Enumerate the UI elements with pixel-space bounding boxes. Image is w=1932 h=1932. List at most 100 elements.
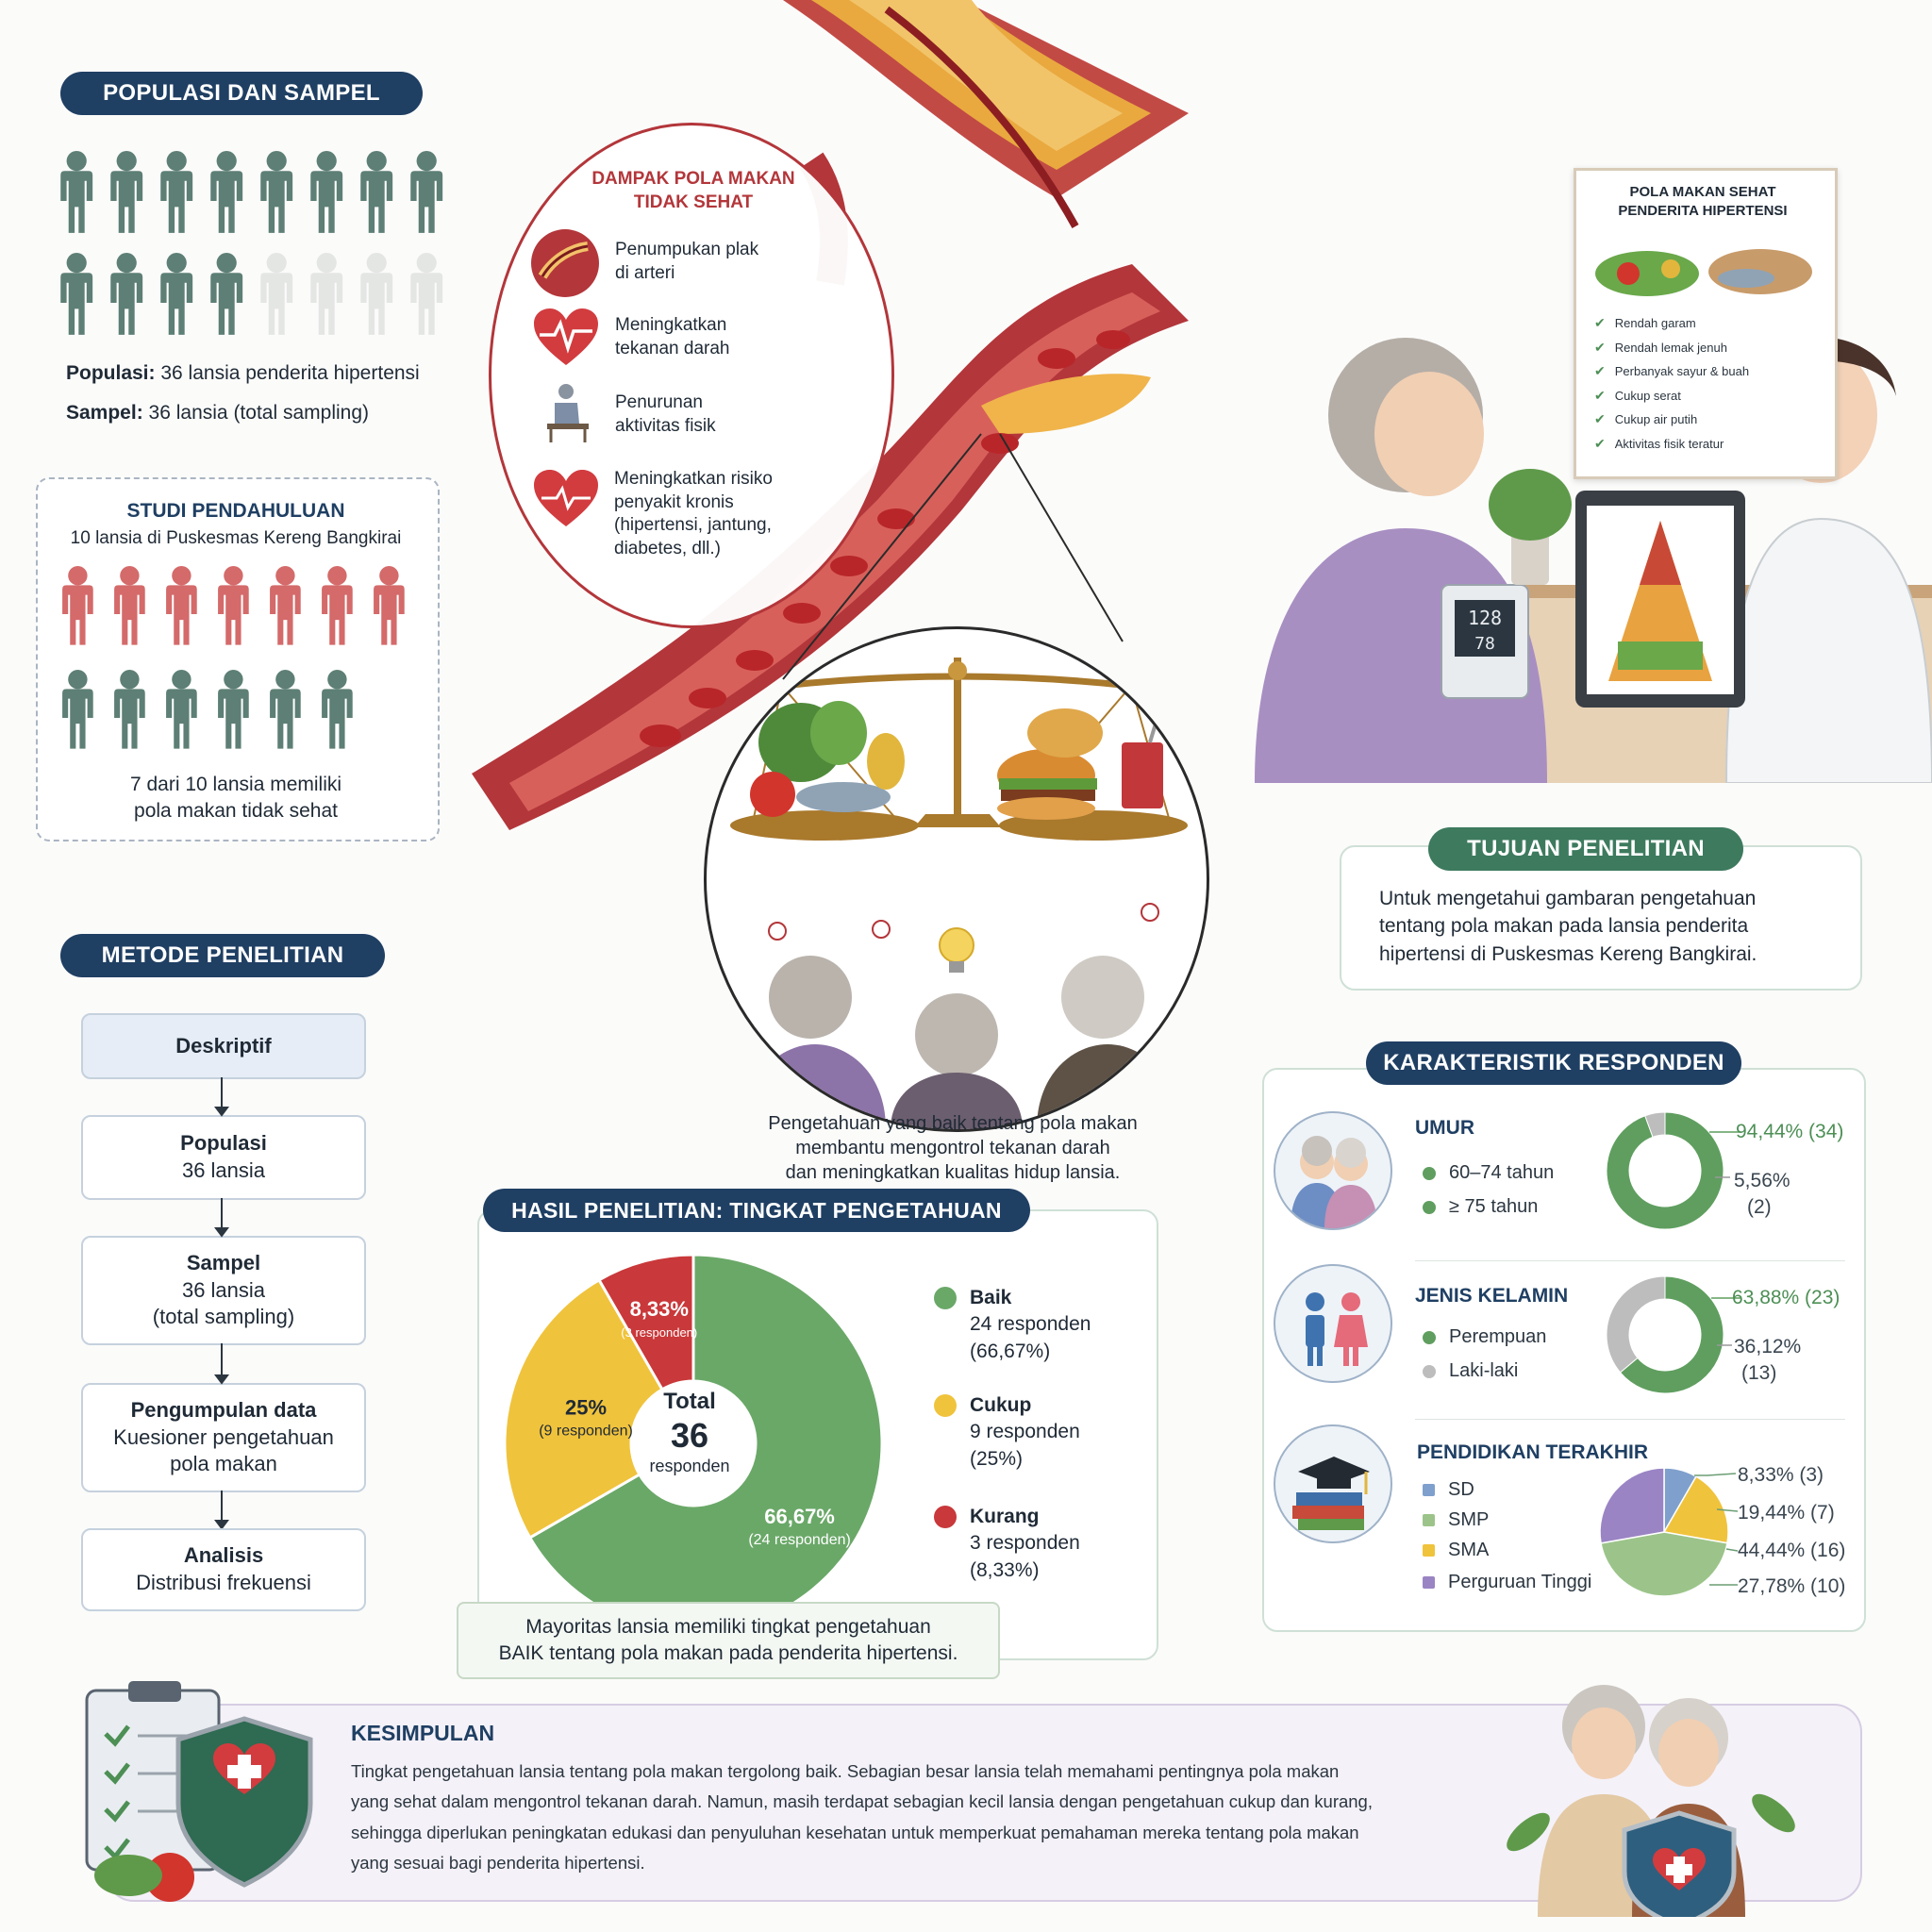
populasi-text: 36 lansia penderita hipertensi — [160, 362, 420, 384]
populasi-title: POPULASI DAN SAMPEL — [60, 72, 423, 115]
legend-cukup-dot — [934, 1394, 957, 1417]
metode-step-analisis: Analisis Distribusi frekuensi — [81, 1528, 366, 1611]
diet-poster — [1574, 168, 1838, 479]
kesimpulan-line2: yang sehat dalam mengontrol tekanan dara… — [351, 1791, 1373, 1812]
sampel-label: Sampel: — [66, 402, 143, 424]
dampak-title-line2: TIDAK SEHAT — [633, 192, 754, 212]
pendidikan-item-2-label: SMP — [1448, 1509, 1490, 1530]
dampak-item-4: Meningkatkan risiko penyakit kronis (hip… — [614, 468, 773, 561]
hasil-center-label: Total — [663, 1389, 716, 1414]
population-figure-15 — [360, 253, 393, 335]
poster-checklist: ✔Rendah garam✔Rendah lemak jenuh✔Perbany… — [1594, 311, 1821, 456]
pendidikan-item-4: Perguruan Tinggi — [1423, 1572, 1591, 1593]
pendidikan-item-4-swatch — [1423, 1576, 1435, 1589]
pendidikan-value-3: 44,44% (16) — [1738, 1540, 1846, 1561]
checklist-shield-icon — [85, 1681, 313, 1902]
studi-subtitle: 10 lansia di Puskesmas Kereng Bangkirai — [70, 528, 402, 548]
legend-kurang-name: Kurang — [970, 1506, 1040, 1527]
metode-step-2-title: Populasi — [180, 1131, 267, 1156]
umur-item-2-label: ≥ 75 tahun — [1449, 1196, 1539, 1217]
check-icon: ✔ — [1594, 363, 1606, 379]
dampak-item-2-line1: Meningkatkan — [615, 315, 727, 335]
balance-caption-line2: membantu mengontrol tekanan darah — [795, 1138, 1110, 1158]
dampak-item-1-line2: di arteri — [615, 262, 675, 283]
elderly-couple-shield-icon — [1507, 1685, 1795, 1917]
balance-scale-illustration — [730, 658, 1188, 1129]
poster-item: ✔Cukup serat — [1594, 384, 1821, 408]
legend-kurang-line1: 3 responden — [970, 1532, 1080, 1555]
balance-caption: Pengetahuan yang baik tentang pola makan… — [717, 1111, 1189, 1185]
population-figures — [60, 151, 443, 335]
jk-value-2: 36,12% — [1734, 1336, 1802, 1357]
sitting-elder-icon — [547, 384, 589, 442]
studi-figure-1 — [62, 566, 93, 645]
pendidikan-item-1: SD — [1423, 1479, 1474, 1501]
jk-item-1: Perempuan — [1423, 1326, 1546, 1348]
tujuan-line2: tentang pola makan pada lansia penderita — [1379, 915, 1749, 938]
umur-value-1: 94,44% (34) — [1736, 1121, 1844, 1142]
umur-slice-1 — [1606, 1111, 1724, 1230]
tujuan-line3: hipertensi di Puskesmas Kereng Bangkirai… — [1379, 942, 1757, 965]
legend-baik-name: Baik — [970, 1287, 1012, 1308]
pendidikan-title: PENDIDIKAN TERAKHIR — [1417, 1441, 1649, 1463]
jk-slice-1 — [1619, 1275, 1724, 1394]
pendidikan-item-3: SMA — [1423, 1540, 1489, 1561]
metode-step-1-title: Deskriptif — [175, 1033, 272, 1058]
umur-item-2-dot — [1423, 1200, 1436, 1214]
umur-item-2: ≥ 75 tahun — [1423, 1196, 1538, 1218]
legend-baik-line2: (66,67%) — [970, 1340, 1051, 1362]
jk-value-1: 63,88% (23) — [1732, 1287, 1840, 1308]
pendidikan-slice-3 — [1600, 1531, 1728, 1597]
population-figure-1 — [60, 151, 93, 233]
hasil-legend-baik: Baik 24 responden (66,67%) — [934, 1285, 1091, 1365]
hasil-legend-cukup: Cukup 9 responden (25%) — [934, 1392, 1080, 1473]
poster-title: POLA MAKAN SEHAT PENDERITA HIPERTENSI — [1574, 183, 1832, 220]
pendidikan-item-1-label: SD — [1448, 1479, 1474, 1500]
jk-gender-icon — [1274, 1264, 1392, 1383]
metode-step-4-line1: Kuesioner pengetahuan — [113, 1424, 334, 1449]
kesimpulan-line1: Tingkat pengetahuan lansia tentang pola … — [351, 1761, 1340, 1781]
studi-figure-2 — [114, 566, 145, 645]
dampak-item-4-line4: diabetes, dll.) — [614, 539, 722, 559]
poster-food-icon — [1595, 249, 1812, 296]
studi-figure-8 — [62, 670, 93, 749]
clinic-scene: 128 78 — [1255, 337, 1932, 783]
poster-item: ✔Perbanyak sayur & buah — [1594, 359, 1821, 384]
metode-step-3-title: Sampel — [186, 1251, 261, 1275]
dampak-item-3-line2: aktivitas fisik — [615, 415, 716, 436]
metode-step-4-line2: pola makan — [170, 1452, 277, 1476]
poster-item: ✔Rendah garam — [1594, 311, 1821, 336]
population-figure-11 — [160, 253, 193, 335]
legend-cukup-name: Cukup — [970, 1394, 1032, 1416]
sampel-line: Sampel: 36 lansia (total sampling) — [66, 400, 369, 426]
poster-item: ✔Cukup air putih — [1594, 408, 1821, 432]
pendidikan-item-2-swatch — [1423, 1514, 1435, 1526]
studi-caption: 7 dari 10 lansia memiliki pola makan tid… — [36, 772, 436, 825]
metode-step-5-title: Analisis — [183, 1543, 264, 1568]
metode-step-deskriptif: Deskriptif — [81, 1013, 366, 1079]
poster-item-label: Cukup serat — [1614, 388, 1681, 403]
metode-step-3-line1: 36 lansia — [181, 1277, 266, 1302]
population-figure-10 — [110, 253, 143, 335]
studi-figure-7 — [374, 566, 405, 645]
tujuan-text: Untuk mengetahui gambaran pengetahuan te… — [1379, 885, 1757, 968]
heart-pulse-icon — [534, 308, 598, 365]
jk-item-1-dot — [1423, 1330, 1436, 1344]
legend-cukup-line1: 9 responden — [970, 1421, 1080, 1443]
artery-plaque-icon — [531, 229, 599, 297]
jk-slice-2 — [1606, 1275, 1666, 1374]
pendidikan-item-4-label: Perguruan Tinggi — [1448, 1572, 1592, 1592]
poster-title-line2: PENDERITA HIPERTENSI — [1618, 202, 1788, 219]
pendidikan-item-3-swatch — [1423, 1544, 1435, 1557]
populasi-label: Populasi: — [66, 362, 156, 384]
umur-value-2: 5,56% — [1734, 1170, 1790, 1191]
pendidikan-graduation-icon — [1274, 1424, 1392, 1543]
karakteristik-divider-1 — [1415, 1260, 1845, 1261]
tujuan-line1: Untuk mengetahui gambaran pengetahuan — [1379, 888, 1757, 909]
studi-caption-line2: pola makan tidak sehat — [134, 800, 338, 823]
check-icon: ✔ — [1594, 339, 1606, 355]
dampak-item-4-line3: (hipertensi, jantung, — [614, 515, 772, 536]
umur-item-1-dot — [1423, 1166, 1436, 1180]
pendidikan-item-3-label: SMA — [1448, 1540, 1490, 1560]
legend-cukup-line2: (25%) — [970, 1447, 1024, 1470]
